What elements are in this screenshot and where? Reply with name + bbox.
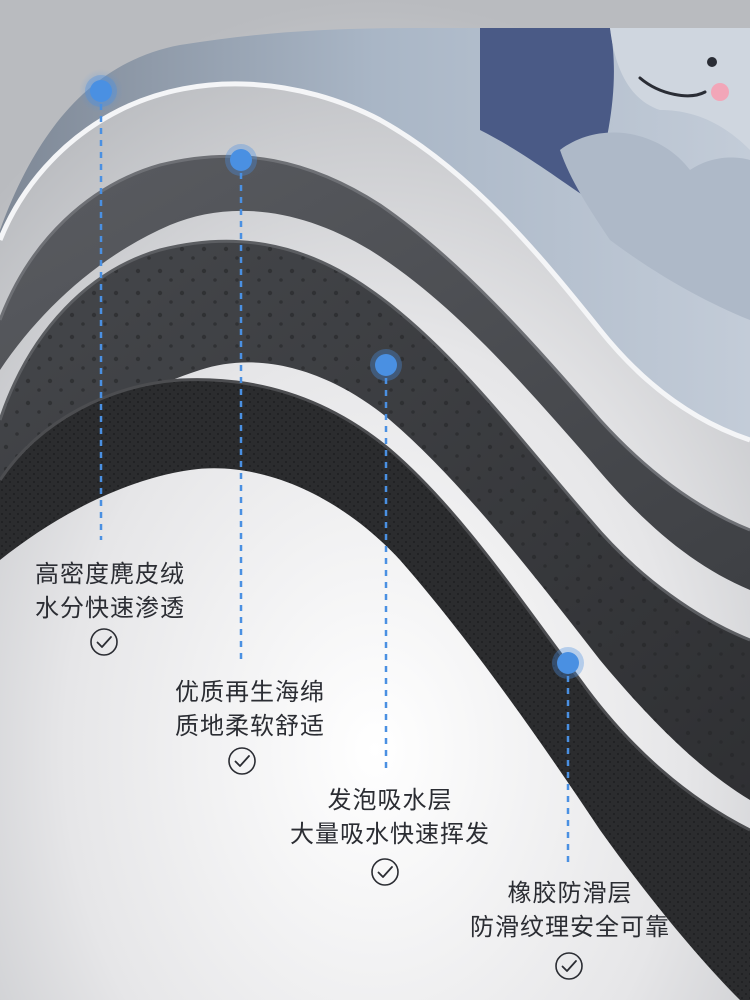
label-sponge-subtitle: 质地柔软舒适 [175, 712, 325, 740]
label-rubber: 橡胶防滑层 防滑纹理安全可靠 [450, 876, 690, 944]
check-circle-icon [555, 952, 583, 980]
label-suede-subtitle: 水分快速渗透 [35, 594, 185, 622]
layer-rubber [0, 378, 750, 1000]
check-circle-icon [228, 747, 256, 775]
check-circle-icon [371, 858, 399, 886]
label-suede: 高密度麂皮绒 水分快速渗透 [20, 557, 200, 625]
label-rubber-title: 橡胶防滑层 [507, 879, 633, 907]
layer-sponge [0, 154, 750, 590]
label-sponge: 优质再生海绵 质地柔软舒适 [160, 675, 340, 743]
label-foam-title: 发泡吸水层 [327, 786, 453, 814]
layer-suede [0, 28, 750, 443]
label-rubber-subtitle: 防滑纹理安全可靠 [470, 913, 670, 941]
label-foam-subtitle: 大量吸水快速挥发 [290, 820, 490, 848]
check-circle-icon [90, 628, 118, 656]
label-sponge-title: 优质再生海绵 [175, 678, 325, 706]
label-foam: 发泡吸水层 大量吸水快速挥发 [270, 783, 510, 851]
label-suede-title: 高密度麂皮绒 [35, 560, 185, 588]
